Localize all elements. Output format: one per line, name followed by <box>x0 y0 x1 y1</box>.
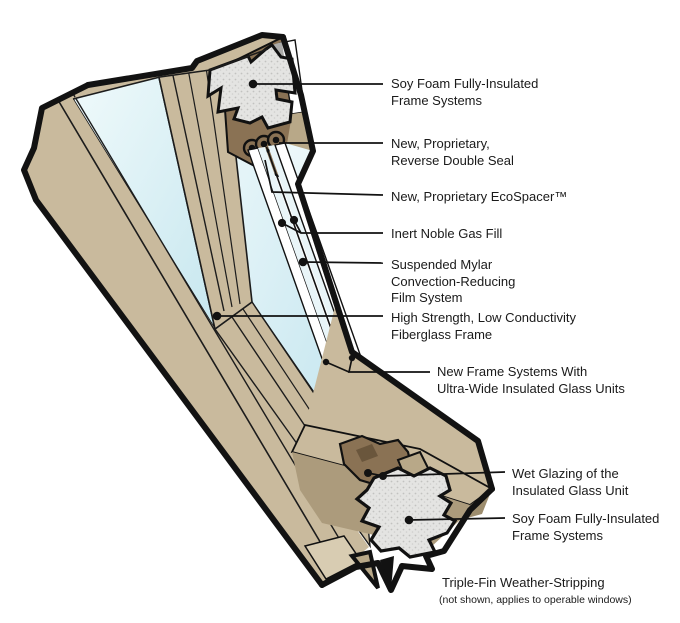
callout-inert-gas-fill: Inert Noble Gas Fill <box>391 226 503 241</box>
leader-mylar <box>302 261 384 264</box>
callout-ecospacer: New, Proprietary EcoSpacer™ <box>391 189 568 204</box>
weather-fin <box>380 556 394 590</box>
leader-ultra-wide <box>325 357 430 373</box>
mullion-seam <box>171 70 225 312</box>
callout-dots <box>212 79 414 525</box>
callout-mylar-film: Suspended Mylar Convection-Reducing Film… <box>391 257 516 305</box>
weather-stripping-title: Triple-Fin Weather-Stripping <box>442 574 605 590</box>
callout-reverse-double-seal: New, Proprietary, Reverse Double Seal <box>391 136 514 168</box>
callout-soy-foam-top: Soy Foam Fully-Insulated Frame Systems <box>391 76 539 108</box>
head-cap-board <box>73 35 290 99</box>
dot-gas-fill <box>289 215 299 225</box>
callout-soy-foam-bottom: Soy Foam Fully-Insulated Frame Systems <box>512 511 660 543</box>
seal-dot <box>260 140 268 148</box>
dot-ultra-wide <box>322 358 330 366</box>
dot-soy-foam-bot <box>404 515 414 525</box>
callout-weather-stripping: Triple-Fin Weather-Stripping (not shown,… <box>439 558 632 623</box>
silhouette-outline <box>21 32 495 593</box>
frame-board-seam <box>57 99 339 573</box>
foam-insulation-bottom <box>354 466 458 559</box>
mullion-seam <box>205 66 241 305</box>
leader-soy-foam-bot <box>408 517 506 521</box>
dot-wet-glazing <box>364 469 372 477</box>
dot-fiberglass <box>212 311 222 321</box>
dot-soy-foam-top <box>248 79 258 89</box>
dot-ultra-wide <box>348 354 356 362</box>
wet-glazing-notch <box>356 444 378 462</box>
weather-stripping-note: (not shown, applies to operable windows) <box>439 594 632 606</box>
head-cap-inner-edge <box>72 48 269 100</box>
dot-gas-fill <box>277 218 287 228</box>
dot-wet-glazing <box>379 472 387 480</box>
callout-wet-glazing: Wet Glazing of the Insulated Glass Unit <box>512 466 629 498</box>
weather-fin <box>348 549 380 590</box>
callout-ultra-wide-units: New Frame Systems With Ultra-Wide Insula… <box>437 364 625 396</box>
callout-fiberglass-frame: High Strength, Low Conductivity Fibergla… <box>391 310 576 342</box>
seal-dot <box>272 136 280 144</box>
sill-side-wedge <box>305 299 492 489</box>
leader-ecospacer <box>264 159 384 196</box>
mullion-seam <box>187 68 233 308</box>
dot-mylar <box>298 257 308 267</box>
